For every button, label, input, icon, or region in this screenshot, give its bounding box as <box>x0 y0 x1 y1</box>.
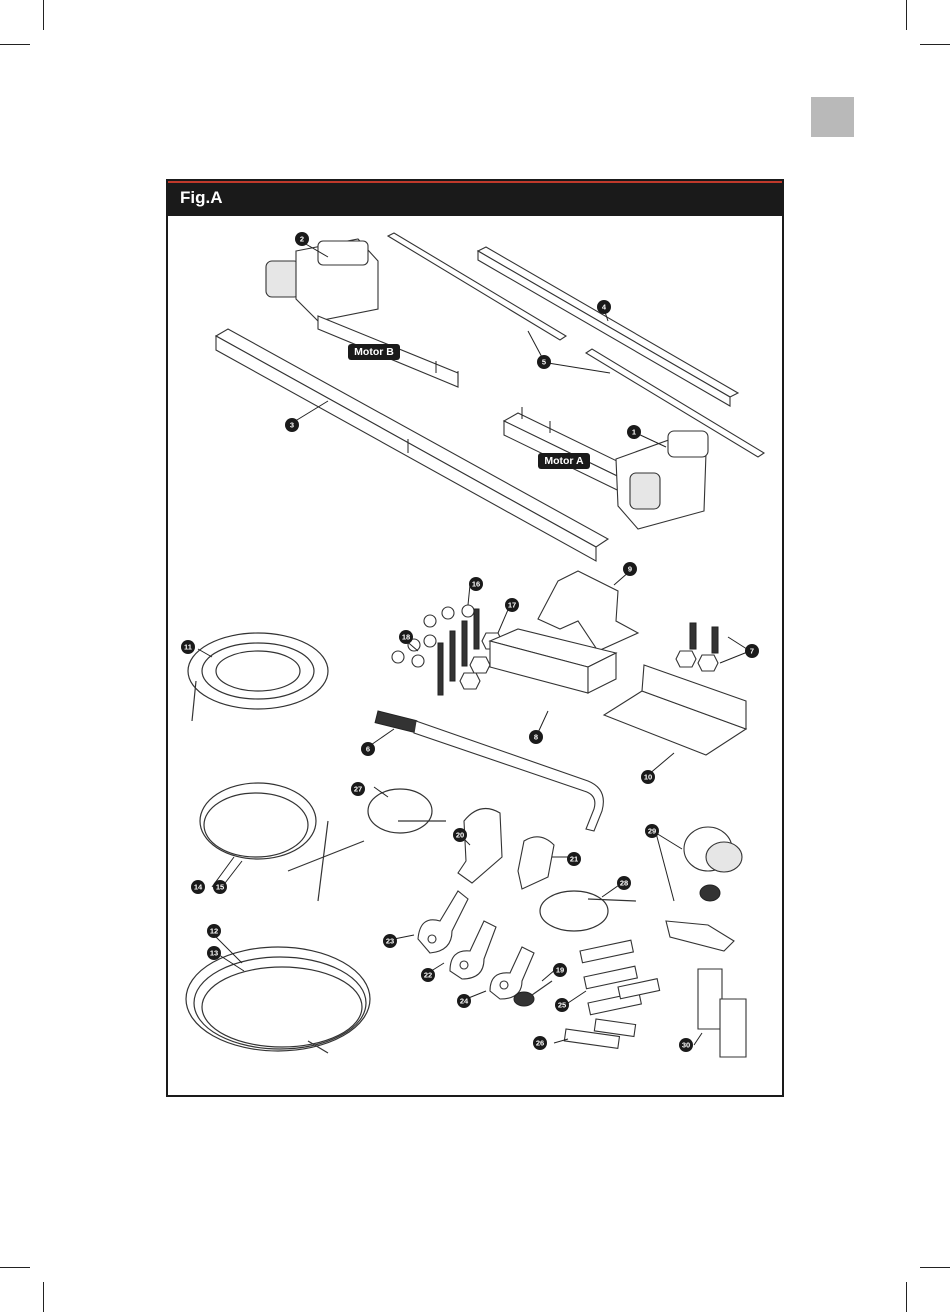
svg-text:20: 20 <box>456 831 464 840</box>
crop-mark-top-left-h <box>0 44 30 45</box>
crop-mark-top-right-v <box>906 0 907 30</box>
svg-text:23: 23 <box>386 937 394 946</box>
callout-19: 19 <box>553 963 567 977</box>
callout-18: 18 <box>399 630 413 644</box>
svg-text:18: 18 <box>402 633 410 642</box>
cable-tie-27 <box>368 789 446 833</box>
svg-text:22: 22 <box>424 971 432 980</box>
callout-28: 28 <box>617 876 631 890</box>
callout-1: 1 <box>627 425 641 439</box>
bolts-nuts-7 <box>676 623 718 671</box>
callout-16: 16 <box>469 577 483 591</box>
svg-text:2: 2 <box>300 235 304 244</box>
section-tab-marker <box>811 97 854 137</box>
callout-17: 17 <box>505 598 519 612</box>
callout-15: 15 <box>213 880 227 894</box>
svg-text:5: 5 <box>542 358 546 367</box>
clamps-20-21 <box>458 809 554 890</box>
svg-text:24: 24 <box>460 997 469 1006</box>
svg-text:25: 25 <box>558 1001 566 1010</box>
svg-text:8: 8 <box>534 733 538 742</box>
callout-13: 13 <box>207 946 221 960</box>
callout-14: 14 <box>191 880 205 894</box>
crop-mark-bottom-right-v <box>906 1282 907 1312</box>
lugs-22-23-24 <box>418 891 534 999</box>
rail-4 <box>478 247 738 406</box>
angle-plate-10 <box>604 665 746 755</box>
callout-4: 4 <box>597 300 611 314</box>
callout-2: 2 <box>295 232 309 246</box>
callout-12: 12 <box>207 924 221 938</box>
sleeves-30 <box>698 969 746 1057</box>
callout-30: 30 <box>679 1038 693 1052</box>
crop-mark-top-right-h <box>920 44 950 45</box>
svg-text:1: 1 <box>632 428 636 437</box>
callout-11: 11 <box>181 640 195 654</box>
callout-25: 25 <box>555 998 569 1012</box>
svg-text:13: 13 <box>210 949 218 958</box>
callout-23: 23 <box>383 934 397 948</box>
callout-29: 29 <box>645 824 659 838</box>
svg-text:6: 6 <box>366 745 370 754</box>
svg-text:29: 29 <box>648 827 656 836</box>
callout-6: 6 <box>361 742 375 756</box>
svg-text:19: 19 <box>556 966 564 975</box>
crop-mark-top-left-v <box>43 0 44 30</box>
hose-11 <box>188 633 328 721</box>
svg-text:30: 30 <box>682 1041 690 1050</box>
crop-mark-bottom-right-h <box>920 1267 950 1268</box>
svg-text:12: 12 <box>210 927 218 936</box>
callout-8: 8 <box>529 730 543 744</box>
motor-b-label: Motor B <box>348 344 400 360</box>
svg-text:28: 28 <box>620 879 628 888</box>
callout-20: 20 <box>453 828 467 842</box>
svg-text:17: 17 <box>508 601 516 610</box>
svg-text:3: 3 <box>290 421 294 430</box>
motor-b-label-text: Motor B <box>354 346 394 358</box>
crop-mark-bottom-left-v <box>43 1282 44 1312</box>
callout-10: 10 <box>641 770 655 784</box>
callout-3: 3 <box>285 418 299 432</box>
svg-text:27: 27 <box>354 785 362 794</box>
svg-text:9: 9 <box>628 565 632 574</box>
parts-illustration: Motor B Motor A 1 2 3 4 5 6 7 8 9 10 11 … <box>168 181 782 1095</box>
cable-tie-28 <box>540 891 636 931</box>
callout-24: 24 <box>457 994 471 1008</box>
figure-frame: Fig.A <box>166 179 784 1097</box>
callout-22: 22 <box>421 968 435 982</box>
svg-text:26: 26 <box>536 1039 544 1048</box>
cable-12-13 <box>186 947 370 1053</box>
motor-a-label: Motor A <box>538 453 590 469</box>
markers-25 <box>580 940 660 1015</box>
callout-9: 9 <box>623 562 637 576</box>
svg-text:15: 15 <box>216 883 224 892</box>
motor-a-label-text: Motor A <box>544 455 584 467</box>
svg-text:7: 7 <box>750 647 754 656</box>
markers-26 <box>564 1019 635 1048</box>
callout-21: 21 <box>567 852 581 866</box>
callout-7: 7 <box>745 644 759 658</box>
svg-text:11: 11 <box>184 643 192 652</box>
svg-text:10: 10 <box>644 773 652 782</box>
svg-text:16: 16 <box>472 580 480 589</box>
svg-text:21: 21 <box>570 855 578 864</box>
svg-text:14: 14 <box>194 883 203 892</box>
callout-27: 27 <box>351 782 365 796</box>
crop-mark-bottom-left-h <box>0 1267 30 1268</box>
callout-26: 26 <box>533 1036 547 1050</box>
callout-5: 5 <box>537 355 551 369</box>
